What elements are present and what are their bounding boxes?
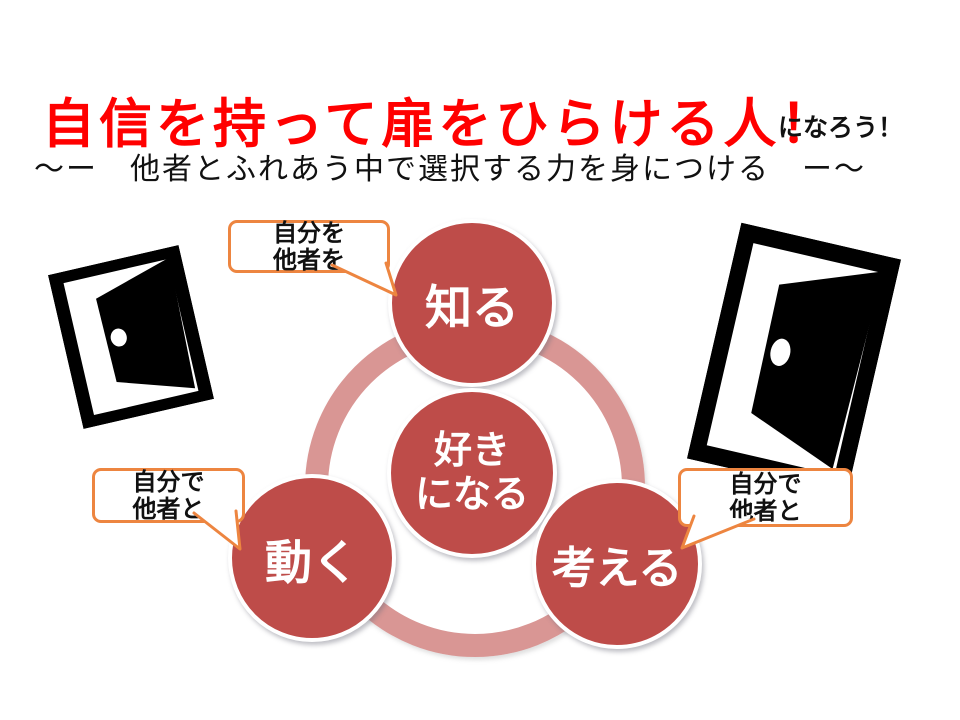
slide-title: 自信を持って扉をひらける人！ <box>42 92 838 155</box>
callout-know: 自分を 他者を <box>228 219 390 274</box>
door-panel <box>96 257 196 389</box>
callout-act-line2: 他者と <box>132 495 205 523</box>
circle-come-to-like: 好き になる <box>387 388 557 558</box>
callout-know-line1: 自分を <box>273 219 345 247</box>
circle-act-label: 動く <box>265 535 359 589</box>
open-door-icon <box>47 244 215 430</box>
right-open-door-icon <box>686 222 902 496</box>
door-knob <box>110 328 127 347</box>
circle-come-to-like-line1: 好き <box>433 430 510 472</box>
left-open-door-icon <box>47 244 215 430</box>
slide-subtitle: ～ー 他者とふれあう中で選択する力を身につける ー～ <box>34 152 866 187</box>
door-panel <box>751 271 884 470</box>
open-door-icon <box>686 222 902 496</box>
circle-think: 考える <box>532 479 702 649</box>
callout-act-line1: 自分で <box>132 468 205 496</box>
callout-think-line2: 他者と <box>729 497 802 525</box>
circle-come-to-like-line2: になる <box>414 474 529 516</box>
circle-think-label: 考える <box>551 544 683 593</box>
callout-know-line2: 他者を <box>273 246 345 274</box>
title-suffix: になろう！ <box>778 114 904 142</box>
callout-think: 自分で 他者と <box>678 468 853 527</box>
callout-think-line1: 自分で <box>729 470 802 498</box>
callout-act: 自分で 他者と <box>92 468 245 523</box>
circle-act: 動く <box>228 474 396 642</box>
circle-know-label: 知る <box>425 280 519 334</box>
circle-know: 知る <box>388 219 556 387</box>
door-knob <box>770 338 791 366</box>
